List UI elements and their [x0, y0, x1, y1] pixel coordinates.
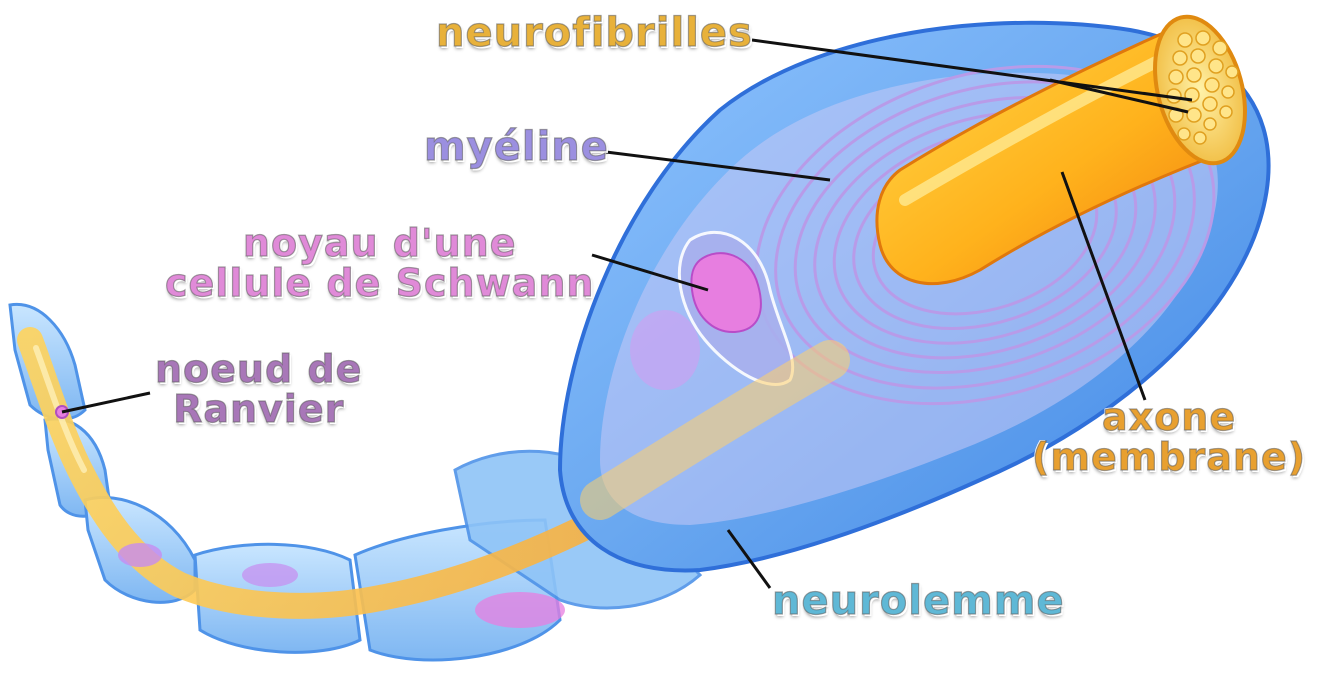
- tail-nucleus: [242, 563, 298, 587]
- label-node-of-ranvier: noeud de Ranvier: [155, 350, 362, 430]
- label-axone-line1: axone: [1032, 398, 1306, 438]
- label-axone-membrane: axone (membrane): [1032, 398, 1306, 478]
- label-ranvier-line2: Ranvier: [155, 390, 362, 430]
- label-neurolemme-text: neurolemme: [772, 580, 1065, 622]
- label-myeline: myéline: [424, 126, 609, 168]
- label-schwann-nucleus: noyau d'une cellule de Schwann: [165, 224, 594, 304]
- label-schwann-line1: noyau d'une: [165, 224, 594, 264]
- tail-nucleus: [475, 592, 565, 628]
- label-ranvier-line1: noeud de: [155, 350, 362, 390]
- label-neurofibrilles-text: neurofibrilles: [436, 12, 753, 54]
- label-neurolemme: neurolemme: [772, 580, 1065, 622]
- label-schwann-line2: cellule de Schwann: [165, 264, 594, 304]
- label-neurofibrilles: neurofibrilles: [436, 12, 753, 54]
- label-myeline-text: myéline: [424, 126, 609, 168]
- sheath-pink-blob: [630, 310, 700, 390]
- tail-nucleus: [118, 543, 162, 567]
- label-axone-line2: (membrane): [1032, 438, 1306, 478]
